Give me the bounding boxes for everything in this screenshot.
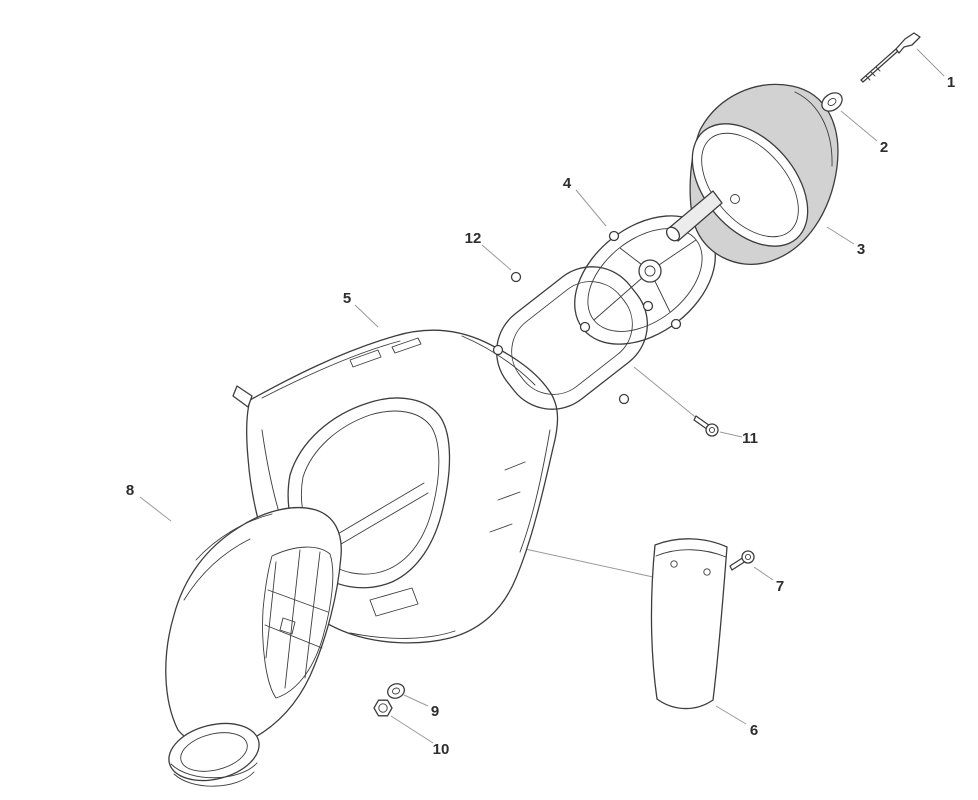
assembly-line-airbox-to-flap <box>515 546 654 578</box>
part-hook-bolt-1 <box>860 32 921 83</box>
callout-4: 4 <box>563 175 572 192</box>
part-sealing-frame <box>492 266 654 410</box>
leader-line-11 <box>719 431 743 438</box>
part-intake-duct <box>165 506 342 787</box>
cage-hub <box>638 259 662 283</box>
cage-tab <box>608 230 620 242</box>
duct-hose-end <box>168 722 260 782</box>
part-nut-10 <box>373 699 393 717</box>
assembly-line-frame-to-screw <box>633 366 700 421</box>
frame-tab <box>618 393 630 405</box>
callout-6: 6 <box>750 722 758 739</box>
callout-7: 7 <box>776 578 784 595</box>
leader-line-9 <box>403 694 429 707</box>
part-air-filter <box>665 83 839 265</box>
leader-line-3 <box>826 226 855 245</box>
leader-lines <box>139 48 945 744</box>
callout-11: 11 <box>742 430 758 447</box>
callout-5: 5 <box>343 290 351 307</box>
flap-hole <box>670 560 678 568</box>
airbox-top-tab <box>232 385 253 408</box>
callout-8: 8 <box>126 482 134 499</box>
leader-line-12 <box>481 244 512 271</box>
leader-line-2 <box>840 110 878 142</box>
callout-3: 3 <box>857 241 865 258</box>
callout-labels: 1 2 3 4 5 6 7 8 9 10 11 12 <box>126 74 955 758</box>
frame-tab <box>492 344 504 356</box>
part-washer-2 <box>821 92 843 112</box>
callout-10: 10 <box>433 741 450 758</box>
callout-1: 1 <box>947 74 955 91</box>
leader-line-4 <box>575 189 607 227</box>
cage-tab <box>579 321 591 333</box>
filter-stem <box>668 190 723 242</box>
filter-face <box>691 123 809 247</box>
part-mud-flap <box>650 538 728 710</box>
leader-line-8 <box>139 496 172 522</box>
leader-line-10 <box>390 715 434 744</box>
leader-line-6 <box>715 705 747 725</box>
callout-9: 9 <box>431 703 439 720</box>
part-screw-11 <box>693 415 719 437</box>
leader-line-5 <box>354 304 379 328</box>
part-washer-9 <box>387 683 405 699</box>
frame-tab <box>510 271 522 283</box>
part-screw-7 <box>729 550 755 571</box>
flap-hole <box>703 568 711 576</box>
bolt-head <box>895 32 921 54</box>
leader-line-7 <box>753 566 774 581</box>
frame-tab <box>642 300 654 312</box>
leader-line-1 <box>916 48 945 77</box>
part-filter-cage <box>574 215 716 345</box>
callout-12: 12 <box>465 230 482 247</box>
cage-tab <box>670 318 682 330</box>
callout-2: 2 <box>880 139 888 156</box>
cage-spokes <box>593 239 697 321</box>
